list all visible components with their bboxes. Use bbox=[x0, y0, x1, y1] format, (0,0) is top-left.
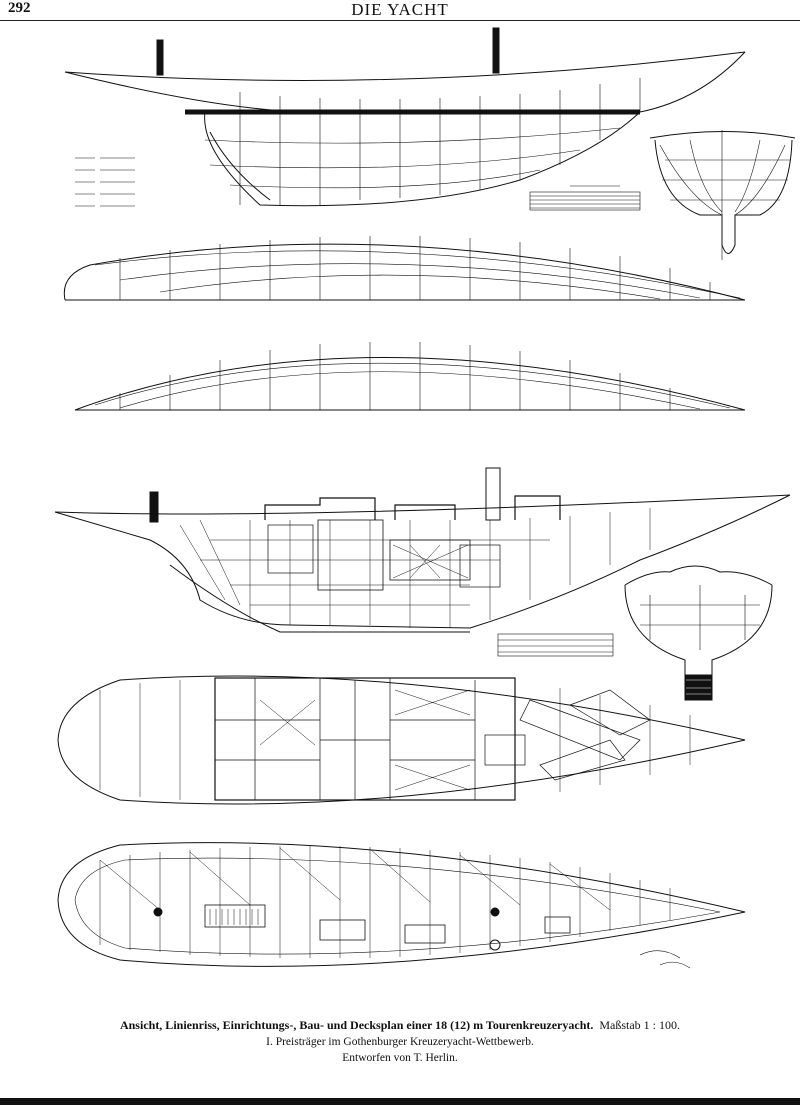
page-number: 292 bbox=[8, 0, 31, 16]
waterline-plan bbox=[74, 342, 746, 411]
caption-scale: Maßstab 1 : 100. bbox=[599, 1018, 681, 1032]
profile-plan bbox=[64, 27, 746, 211]
accommodation-plan bbox=[57, 675, 746, 805]
deck-plan bbox=[57, 842, 746, 969]
dimension-notes bbox=[75, 157, 135, 207]
caption-designer: Entworfen von T. Herlin. bbox=[342, 1052, 458, 1064]
caption-title-text: Ansicht, Linienriss, Einrichtungs-, Bau-… bbox=[119, 1018, 594, 1032]
profile-stations bbox=[204, 78, 641, 205]
half-breadth-plan bbox=[63, 236, 746, 301]
body-plan bbox=[649, 130, 796, 260]
inboard-profile bbox=[54, 467, 791, 657]
caption-award: I. Preisträger im Gothenburger Kreuzerya… bbox=[266, 1036, 534, 1048]
scan-edge bbox=[0, 1098, 800, 1105]
caption-title: Ansicht, Linienriss, Einrichtungs-, Bau-… bbox=[0, 1018, 800, 1033]
header-rule bbox=[0, 20, 800, 21]
yacht-plans-drawing bbox=[54, 27, 796, 969]
journal-title: DIE YACHT bbox=[351, 0, 449, 19]
midship-section bbox=[624, 565, 773, 701]
